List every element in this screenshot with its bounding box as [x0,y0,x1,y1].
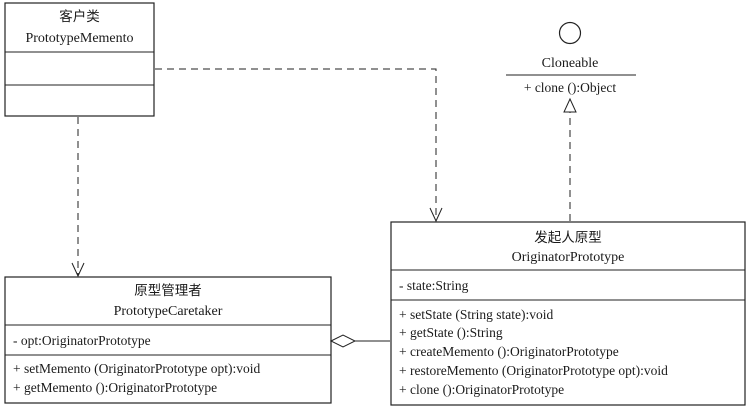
class-box [390,221,746,406]
aggregation-caretaker-originator [329,334,390,348]
class-prototype-caretaker[interactable]: 原型管理者 PrototypeCaretaker - opt:Originato… [4,276,332,404]
class-attribute: - state:String [399,278,469,293]
class-method: + clone ():OriginatorPrototype [399,382,564,397]
dependency-line [155,68,437,220]
interface-method: + clone ():Object [524,80,617,95]
class-method: + setMemento (OriginatorPrototype opt):v… [13,361,260,376]
class-method: + getState ():String [399,325,503,340]
class-method: + createMemento ():OriginatorPrototype [399,344,619,359]
dependency-client-to-caretaker [71,117,85,278]
hollow-triangle-icon [563,97,577,113]
class-name: PrototypeCaretaker [114,304,223,319]
dependency-client-to-originator [155,68,443,223]
hollow-diamond-icon [329,334,357,348]
class-name-cn: 原型管理者 [134,283,202,299]
open-arrow-icon [429,207,443,223]
open-arrow-icon [71,262,85,278]
class-method: + getMemento ():OriginatorPrototype [13,380,217,395]
class-box [4,276,332,404]
interface-cloneable[interactable]: Cloneable + clone ():Object [506,21,636,96]
class-box [4,2,155,117]
realization-originator-to-cloneable [563,97,577,221]
class-originator-prototype[interactable]: 发起人原型 OriginatorPrototype - state:String… [390,221,746,406]
interface-lollipop-icon [558,21,582,45]
class-name-cn: 客户类 [59,8,100,25]
interface-name: Cloneable [542,56,599,71]
class-attribute: - opt:OriginatorPrototype [13,333,151,348]
class-name: OriginatorPrototype [512,250,625,265]
class-method: + setState (String state):void [399,307,553,322]
class-prototype-memento[interactable]: 客户类 PrototypeMemento [4,2,155,117]
class-name: PrototypeMemento [25,31,133,46]
class-method: + restoreMemento (OriginatorPrototype op… [399,363,668,378]
class-name-cn: 发起人原型 [534,230,602,246]
